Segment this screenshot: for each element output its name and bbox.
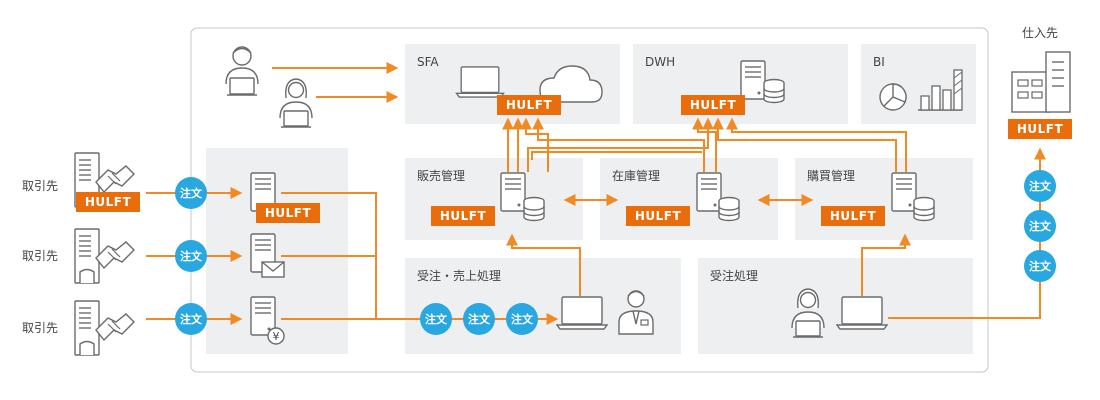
svg-text:¥: ¥ — [273, 330, 280, 343]
label-order-processing: 受注処理 — [710, 268, 758, 283]
laptop-icon — [556, 296, 608, 330]
hulft-badge-supplier: HULFT — [1008, 119, 1072, 139]
server-icon — [696, 172, 722, 212]
order-badge: 注文 — [1024, 250, 1056, 282]
svg-text:HULFT: HULFT — [690, 98, 737, 112]
hulft-badge-sales-mgmt: HULFT — [431, 206, 495, 226]
svg-text:注文: 注文 — [180, 249, 203, 263]
database-icon — [718, 196, 740, 222]
partner-handshake-icon — [74, 228, 135, 284]
bar-chart-icon — [918, 69, 963, 111]
label-sfa: SFA — [417, 55, 439, 69]
order-badge: 注文 — [175, 240, 207, 272]
order-badge: 注文 — [506, 303, 538, 335]
yen-coin-icon: ¥ — [267, 327, 285, 345]
panel-purchase-mgmt — [795, 158, 973, 240]
server-icon — [500, 172, 526, 212]
panel-inventory-mgmt — [600, 158, 778, 240]
svg-text:注文: 注文 — [180, 186, 203, 200]
panel-sales-mgmt — [405, 158, 583, 240]
svg-text:注文: 注文 — [425, 312, 448, 326]
svg-text:注文: 注文 — [1029, 219, 1052, 233]
order-badge: 注文 — [175, 177, 207, 209]
svg-text:HULFT: HULFT — [506, 98, 553, 112]
hulft-badge-sfa: HULFT — [497, 95, 561, 115]
hulft-badge-inventory-mgmt: HULFT — [626, 206, 690, 226]
order-badge: 注文 — [1024, 210, 1056, 242]
svg-text:HULFT: HULFT — [635, 209, 682, 223]
laptop-icon — [455, 66, 505, 98]
pie-chart-icon — [879, 83, 907, 111]
label-trading-partner-2: 取引先 — [22, 249, 58, 263]
order-badge: 注文 — [463, 303, 495, 335]
svg-text:注文: 注文 — [180, 312, 203, 326]
database-icon — [913, 196, 935, 222]
order-badge: 注文 — [420, 303, 452, 335]
hulft-badge-purchase-mgmt: HULFT — [821, 206, 885, 226]
cloud-icon — [539, 65, 603, 103]
server-icon — [740, 60, 766, 100]
svg-text:HULFT: HULFT — [830, 209, 877, 223]
svg-text:HULFT: HULFT — [440, 209, 487, 223]
svg-text:注文: 注文 — [1029, 259, 1052, 273]
svg-text:注文: 注文 — [511, 312, 534, 326]
svg-text:HULFT: HULFT — [85, 195, 132, 209]
hulft-badge-receiver: HULFT — [256, 203, 320, 223]
database-icon — [523, 196, 545, 222]
database-icon — [763, 78, 785, 104]
svg-text:注文: 注文 — [1029, 179, 1052, 193]
label-dwh: DWH — [645, 55, 675, 69]
hulft-badge-dwh: HULFT — [681, 95, 745, 115]
label-sales-mgmt: 販売管理 — [417, 168, 465, 183]
partner-handshake-icon — [74, 300, 135, 356]
label-bi: BI — [873, 55, 885, 69]
label-inventory-mgmt: 在庫管理 — [612, 168, 660, 183]
laptop-icon — [836, 296, 888, 330]
panel-receiver-servers — [206, 148, 348, 354]
label-purchase-mgmt: 購買管理 — [807, 168, 855, 183]
order-badge: 注文 — [175, 303, 207, 335]
server-icon — [891, 172, 917, 212]
svg-text:HULFT: HULFT — [1017, 122, 1064, 136]
svg-text:HULFT: HULFT — [265, 206, 312, 220]
order-badge: 注文 — [1024, 170, 1056, 202]
label-order-sales-processing: 受注・売上処理 — [417, 268, 501, 283]
label-supplier: 仕入先 — [1022, 26, 1058, 40]
svg-text:注文: 注文 — [468, 312, 491, 326]
hulft-badge-partner-1: HULFT — [76, 192, 140, 212]
panel-order-processing — [698, 258, 973, 354]
mail-icon — [261, 261, 285, 278]
label-trading-partner-3: 取引先 — [22, 321, 58, 335]
label-trading-partner-1: 取引先 — [22, 179, 58, 193]
supplier-building-icon — [1011, 51, 1071, 113]
